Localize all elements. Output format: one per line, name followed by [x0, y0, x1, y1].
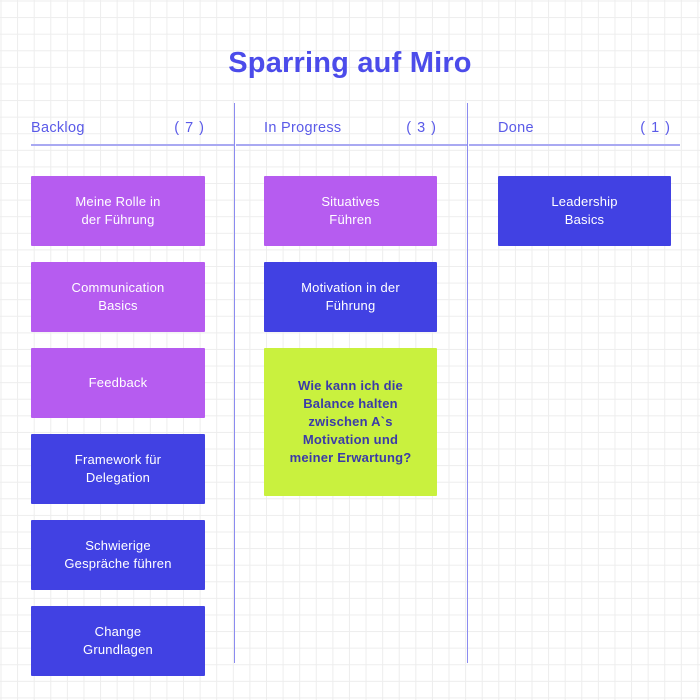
card[interactable]: Motivation in der Führung	[264, 262, 437, 332]
column-count-backlog: ( 7 )	[174, 120, 205, 136]
card[interactable]: Feedback	[31, 348, 205, 418]
board-title: Sparring auf Miro	[228, 47, 472, 79]
card[interactable]: Meine Rolle in der Führung	[31, 176, 205, 246]
column-backlog: Meine Rolle in der Führung Communication…	[31, 176, 205, 676]
column-count-done: ( 1 )	[640, 120, 671, 136]
column-underline-done	[469, 144, 680, 146]
card[interactable]: Communication Basics	[31, 262, 205, 332]
column-title-done: Done	[498, 120, 534, 136]
column-underline-inprogress	[236, 144, 467, 146]
column-count-in-progress: ( 3 )	[406, 120, 437, 136]
column-header-in-progress[interactable]: In Progress ( 3 )	[264, 118, 437, 138]
card[interactable]: Framework für Delegation	[31, 434, 205, 504]
card[interactable]: Situatives Führen	[264, 176, 437, 246]
card[interactable]: Change Grundlagen	[31, 606, 205, 676]
column-done: Leadership Basics	[498, 176, 671, 246]
card[interactable]: Wie kann ich die Balance halten zwischen…	[264, 348, 437, 496]
column-in-progress: Situatives Führen Motivation in der Führ…	[264, 176, 437, 496]
column-underline-backlog	[31, 144, 234, 146]
card[interactable]: Leadership Basics	[498, 176, 671, 246]
column-title-backlog: Backlog	[31, 120, 85, 136]
column-divider-1	[234, 103, 235, 663]
column-header-backlog[interactable]: Backlog ( 7 )	[31, 118, 205, 138]
column-title-in-progress: In Progress	[264, 120, 342, 136]
column-header-done[interactable]: Done ( 1 )	[498, 118, 671, 138]
card[interactable]: Schwierige Gespräche führen	[31, 520, 205, 590]
column-divider-2	[467, 103, 468, 663]
